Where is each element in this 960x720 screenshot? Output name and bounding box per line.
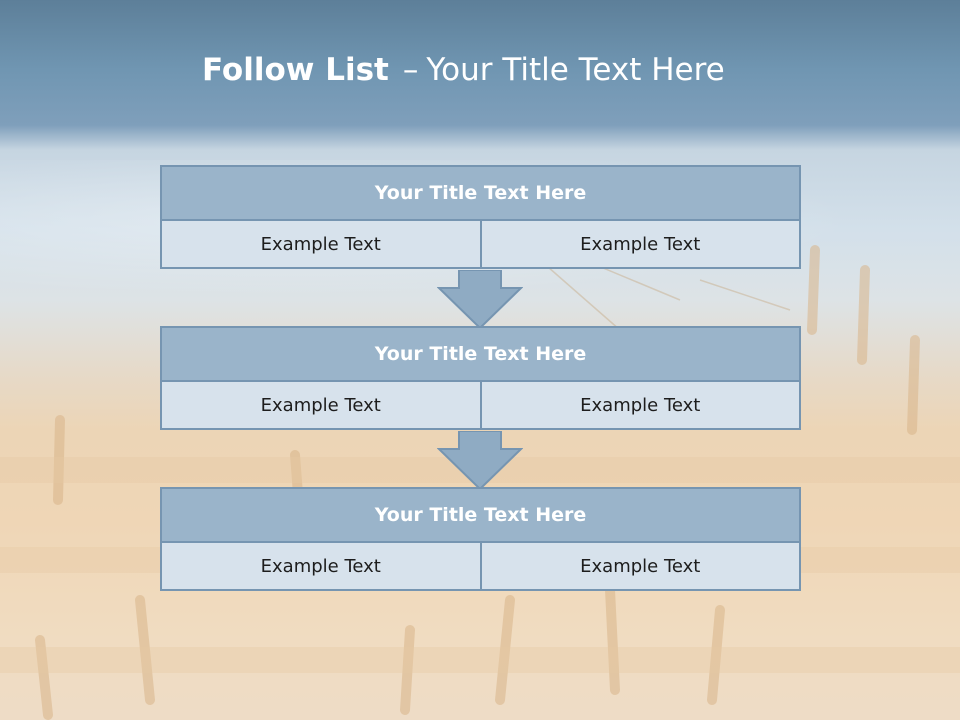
step-row: Example Text Example Text: [160, 382, 801, 430]
step-row: Example Text Example Text: [160, 221, 801, 269]
step-title: Your Title Text Here: [160, 487, 801, 543]
step-block-2: Your Title Text Here Example Text Exampl…: [160, 326, 801, 430]
down-arrow-icon: [437, 431, 523, 491]
step-cell-left: Example Text: [160, 221, 482, 269]
step-block-1: Your Title Text Here Example Text Exampl…: [160, 165, 801, 269]
slide-title-rest: Your Title Text Here: [426, 52, 725, 88]
step-row: Example Text Example Text: [160, 543, 801, 591]
step-cell-right: Example Text: [481, 382, 801, 430]
slide-title: Follow List–Your Title Text Here: [0, 52, 960, 88]
step-cell-left: Example Text: [160, 382, 482, 430]
step-title: Your Title Text Here: [160, 326, 801, 382]
step-block-3: Your Title Text Here Example Text Exampl…: [160, 487, 801, 591]
step-cell-right: Example Text: [481, 543, 801, 591]
step-cell-left: Example Text: [160, 543, 482, 591]
slide-title-separator: –: [402, 52, 419, 88]
slide-title-bold: Follow List: [202, 52, 389, 88]
down-arrow-icon: [437, 270, 523, 330]
step-title: Your Title Text Here: [160, 165, 801, 221]
step-cell-right: Example Text: [481, 221, 801, 269]
